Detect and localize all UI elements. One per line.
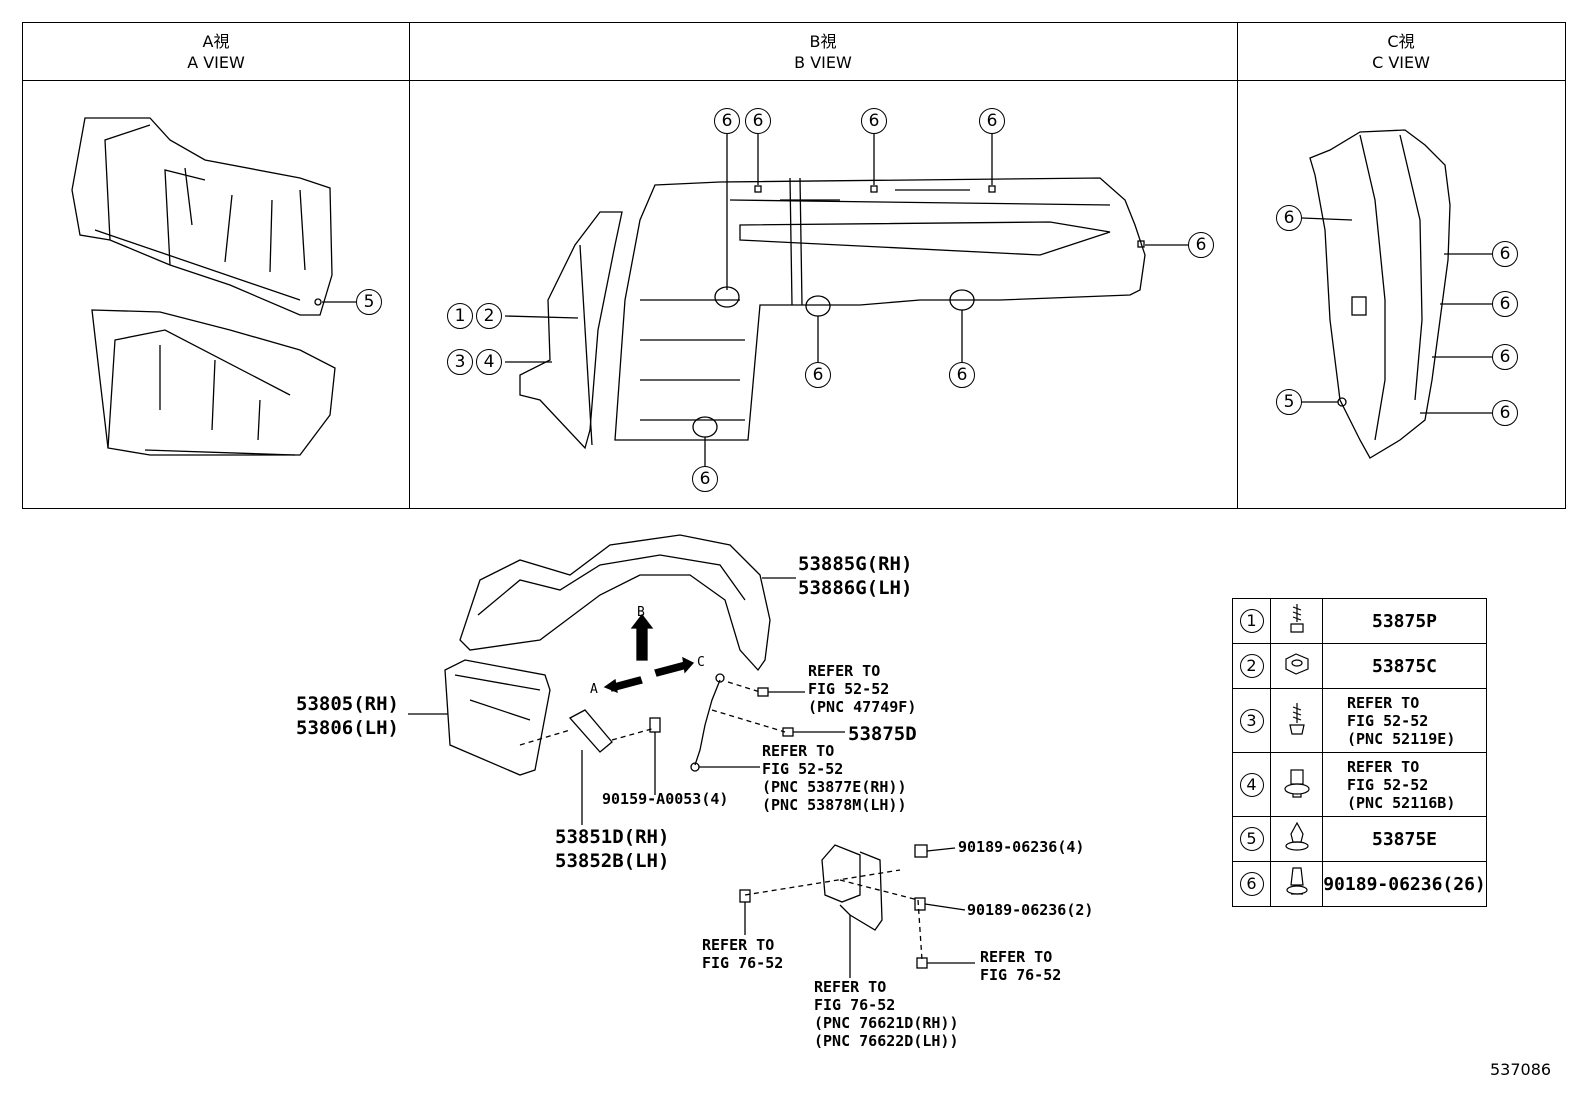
legend-callout-number: 3	[1239, 708, 1264, 733]
b-view-callout-6: 6	[745, 108, 771, 134]
part-label-liner-lh: 53886G(LH)	[798, 577, 913, 599]
b-view-header: B視 B VIEW	[409, 31, 1237, 73]
b-view-callout-6: 6	[861, 108, 887, 134]
exploded-seal-and-bolt	[519, 709, 661, 825]
part-label-seal-lh: 53852B(LH)	[555, 850, 670, 872]
exploded-fender-liner	[408, 534, 796, 776]
arrow-label-b: B	[637, 605, 645, 620]
c-view-callout-6: 6	[1276, 205, 1302, 231]
b-view-callout-2: 2	[476, 303, 502, 329]
b-view-callout-4: 4	[476, 349, 502, 375]
b-view-title-jp: B視	[809, 32, 837, 51]
legend-part-number: 53875P	[1322, 598, 1487, 644]
a-view-lower-part	[91, 309, 336, 456]
legend-part-number: REFER TO FIG 52-52 (PNC 52116B)	[1322, 752, 1487, 817]
refer-label-7652-right: REFER TO FIG 76-52	[980, 948, 1062, 984]
part-label-liner-rh: 53885G(RH)	[798, 553, 913, 575]
arrow-label-a: A	[590, 682, 598, 697]
arrow-label-c: C	[697, 655, 705, 670]
legend-part-number: 53875E	[1322, 816, 1487, 862]
screw-icon	[1270, 688, 1323, 753]
b-view-title-en: B VIEW	[794, 53, 852, 72]
c-view-callout-6: 6	[1492, 344, 1518, 370]
b-view-callout-6: 6	[1188, 232, 1214, 258]
b-view-callout-3: 3	[447, 349, 473, 375]
legend-part-number: REFER TO FIG 52-52 (PNC 52119E)	[1322, 688, 1487, 753]
c-view-callout-6: 6	[1492, 400, 1518, 426]
a-view-title-jp: A視	[202, 32, 230, 51]
c-view-liner	[1309, 129, 1451, 459]
a-view-title-en: A VIEW	[187, 53, 245, 72]
header-divider	[23, 80, 1565, 81]
b-view-callout-1: 1	[447, 303, 473, 329]
refer-label-53877: REFER TO FIG 52-52 (PNC 53877E(RH)) (PNC…	[762, 742, 907, 814]
panel-divider	[409, 23, 410, 508]
a-view-callout-5: 5	[356, 289, 382, 315]
c-view-callout-5: 5	[1276, 389, 1302, 415]
exploded-sensor-wire	[690, 673, 845, 772]
b-view-main-liner	[614, 177, 1146, 441]
bolt-icon	[1270, 598, 1323, 644]
view-panels: A視 A VIEW B視 B VIEW C視 C VIEW	[22, 22, 1566, 509]
refer-label-47749: REFER TO FIG 52-52 (PNC 47749F)	[808, 662, 917, 716]
part-label-seal-rh: 53851D(RH)	[555, 826, 670, 848]
legend-row: 3 REFER TO FIG 52-52 (PNC 52119E)	[1232, 688, 1487, 753]
exploded-mudguard	[739, 844, 975, 978]
part-label-clip-4: 90189-06236(4)	[958, 838, 1085, 856]
legend-part-number: 90189-06236(26)	[1322, 861, 1487, 907]
b-view-callout-6: 6	[714, 108, 740, 134]
refer-label-mudguard: REFER TO FIG 76-52 (PNC 76621D(RH)) (PNC…	[814, 978, 959, 1050]
c-view-callout-6: 6	[1492, 241, 1518, 267]
legend-callout-number: 1	[1239, 609, 1264, 633]
legend-callout-number: 2	[1239, 654, 1264, 678]
grommet-icon	[1270, 752, 1323, 817]
part-label-shield-rh: 53805(RH)	[296, 693, 399, 715]
legend-row: 6 90189-06236(26)	[1232, 861, 1487, 907]
b-view-callout-6: 6	[949, 362, 975, 388]
legend-row: 2 53875C	[1232, 643, 1487, 689]
b-view-callout-6: 6	[692, 466, 718, 492]
figure-id: 537086	[1490, 1060, 1552, 1079]
c-view-leaders	[1301, 217, 1492, 414]
refer-label-7652-left: REFER TO FIG 76-52	[702, 936, 784, 972]
clip-icon	[1270, 861, 1323, 907]
legend-part-number: 53875C	[1322, 643, 1487, 689]
legend-row: 4 REFER TO FIG 52-52 (PNC 52116B)	[1232, 752, 1487, 817]
legend-callout-number: 5	[1239, 827, 1264, 851]
b-view-leaders	[504, 134, 1188, 466]
legend-callout-number: 6	[1239, 872, 1264, 896]
c-view-title-jp: C視	[1387, 32, 1415, 51]
part-label-shield-lh: 53806(LH)	[296, 717, 399, 739]
a-view-upper-part	[71, 117, 333, 316]
part-label-bolt: 90159-A0053(4)	[602, 790, 729, 808]
c-view-callout-6: 6	[1492, 291, 1518, 317]
nut-icon	[1270, 643, 1323, 689]
push-clip-icon	[1270, 816, 1323, 862]
c-view-title-en: C VIEW	[1372, 53, 1430, 72]
legend-row: 5 53875E	[1232, 816, 1487, 862]
c-view-header: C視 C VIEW	[1237, 31, 1565, 73]
panel-divider	[1237, 23, 1238, 508]
b-view-seal-piece	[519, 211, 623, 450]
legend-callout-number: 4	[1239, 772, 1264, 797]
a-view-header: A視 A VIEW	[23, 31, 409, 73]
b-view-callout-6: 6	[979, 108, 1005, 134]
part-label-clip-2: 90189-06236(2)	[967, 901, 1094, 919]
direction-arrows	[603, 613, 695, 694]
legend-row: 1 53875P	[1232, 598, 1487, 644]
b-view-callout-6: 6	[805, 362, 831, 388]
part-label-clip-d: 53875D	[848, 723, 917, 745]
